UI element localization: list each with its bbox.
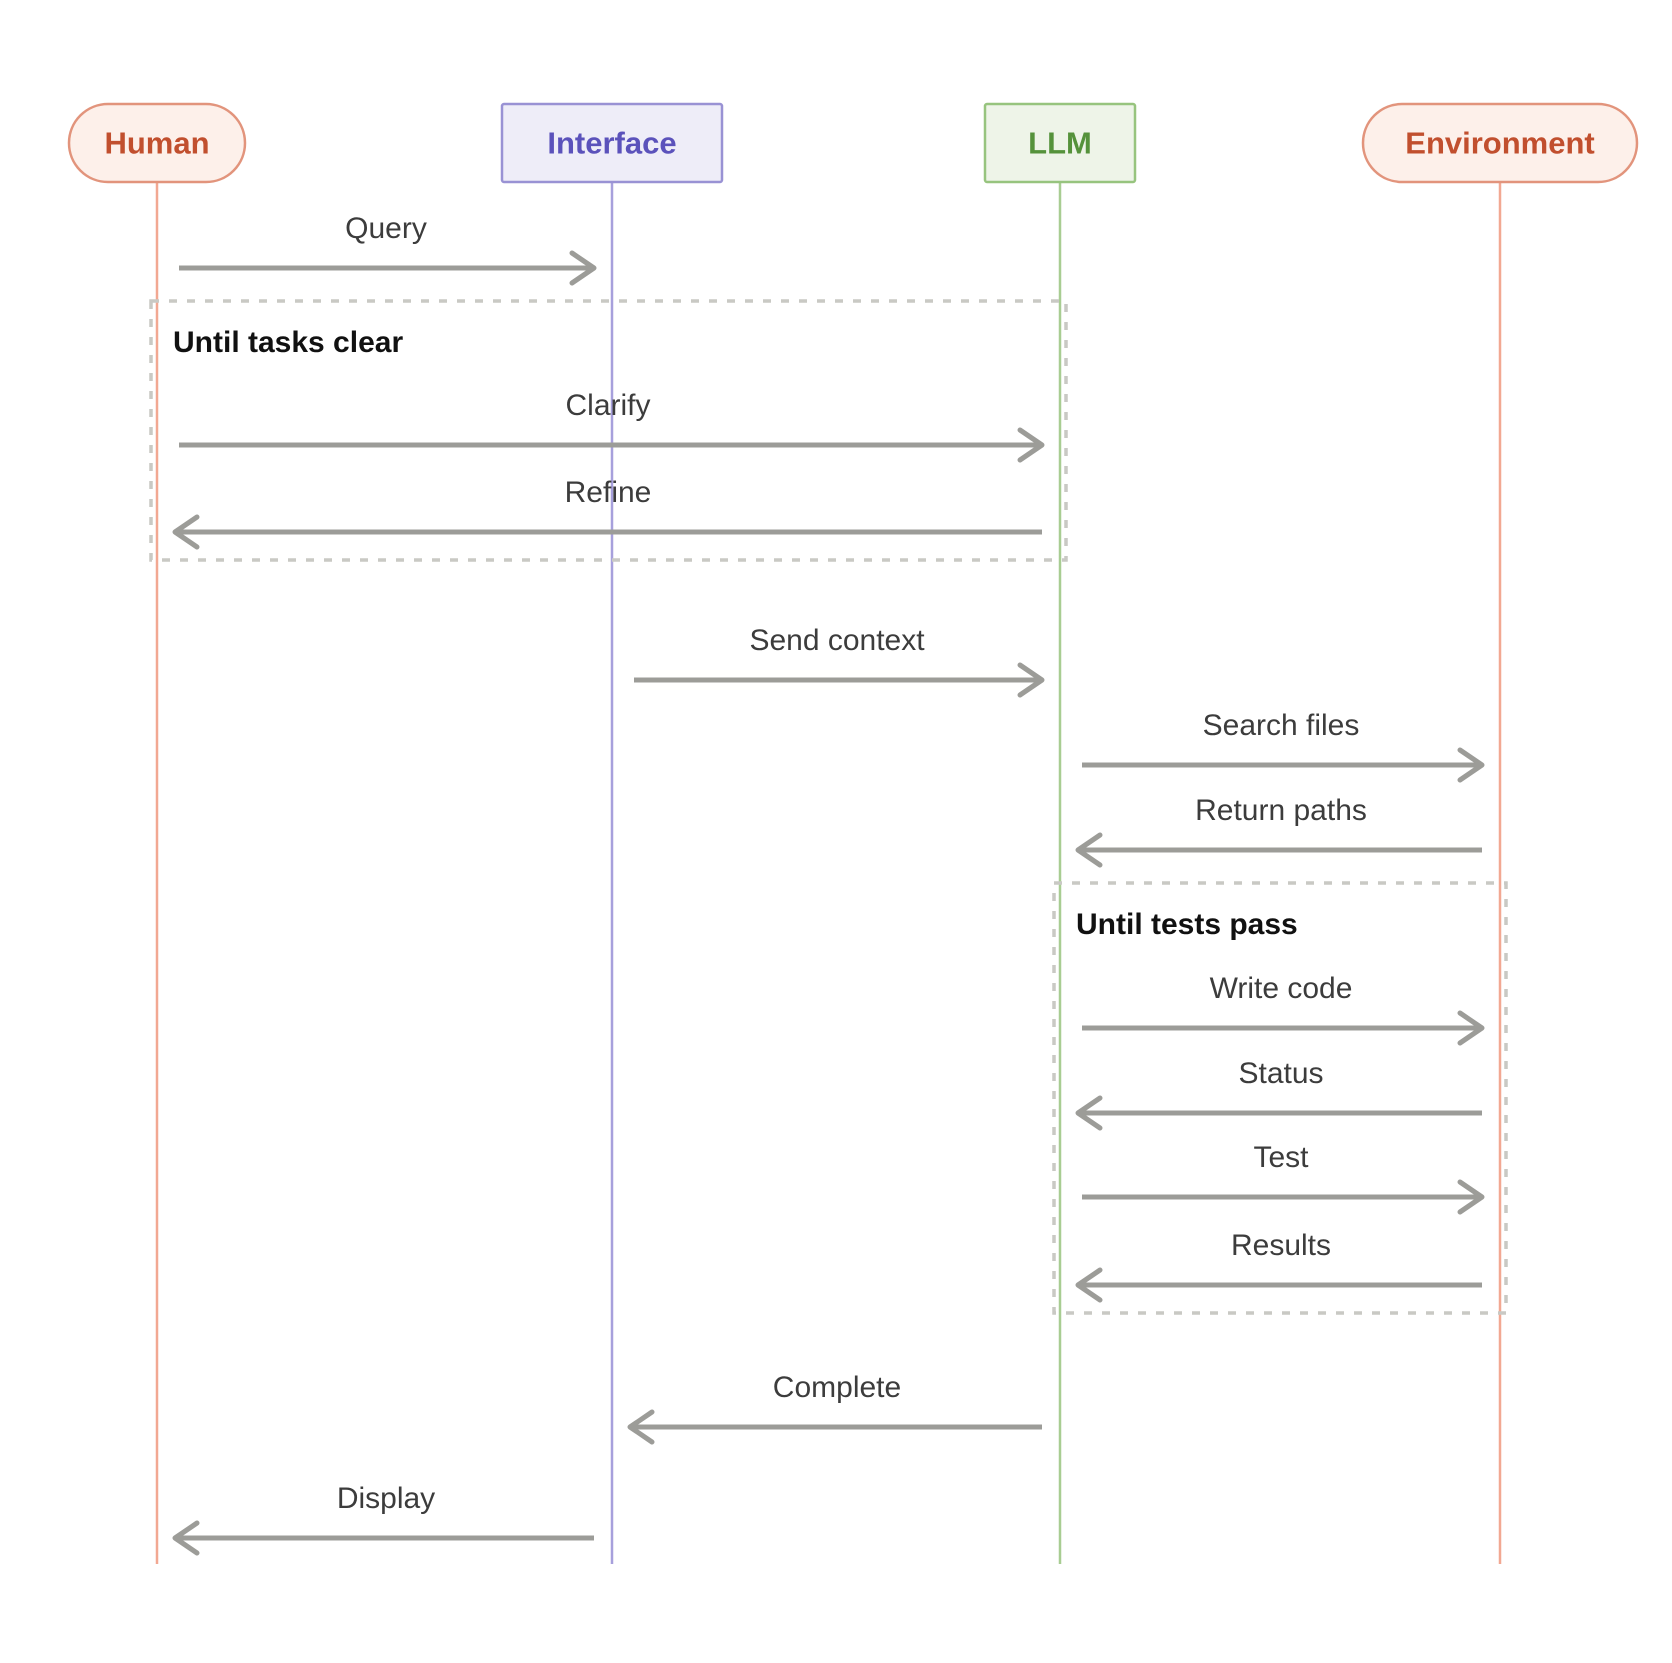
actor-human-shape	[67, 102, 247, 184]
actor-llm-label: LLM	[1028, 126, 1092, 161]
arrowhead-right-icon	[1017, 427, 1045, 463]
arrowhead-left-icon	[1075, 1095, 1103, 1131]
loop-until-tests-pass-title: Until tests pass	[1076, 908, 1298, 941]
message-status-label: Status	[1238, 1057, 1323, 1090]
message-send-context: Send context	[634, 624, 1045, 698]
message-return-paths-label: Return paths	[1195, 794, 1367, 827]
message-results-label: Results	[1231, 1229, 1331, 1262]
arrowhead-left-icon	[627, 1409, 655, 1445]
arrowhead-right-icon	[1457, 1010, 1485, 1046]
arrowhead-right-icon	[1017, 662, 1045, 698]
loop-until-tasks-clear-box	[149, 299, 1068, 562]
message-refine: Refine	[172, 476, 1042, 550]
message-search-files-label: Search files	[1203, 709, 1360, 742]
message-send-context-label: Send context	[749, 624, 925, 657]
message-clarify: Clarify	[179, 389, 1045, 463]
arrowhead-right-icon	[1457, 1179, 1485, 1215]
actor-environment-label: Environment	[1405, 126, 1594, 161]
message-write-code-label: Write code	[1210, 972, 1353, 1005]
loop-until-tests-pass: Until tests pass	[1052, 881, 1508, 1315]
actor-environment-shape	[1361, 102, 1639, 184]
message-test: Test	[1082, 1141, 1485, 1215]
message-display: Display	[172, 1482, 594, 1556]
actor-llm: LLM	[983, 102, 1137, 184]
arrowhead-left-icon	[1075, 1267, 1103, 1303]
actor-human-label: Human	[104, 126, 209, 161]
arrowhead-left-icon	[172, 1520, 200, 1556]
arrowhead-right-icon	[1457, 747, 1485, 783]
message-query: Query	[179, 212, 597, 286]
actor-interface-label: Interface	[547, 126, 676, 161]
loop-until-tasks-clear-title: Until tasks clear	[173, 326, 403, 359]
message-search-files: Search files	[1082, 709, 1485, 783]
loop-until-tasks-clear: Until tasks clear	[149, 299, 1068, 562]
actor-llm-shape	[983, 102, 1137, 184]
actor-human: Human	[67, 102, 247, 184]
message-return-paths: Return paths	[1075, 794, 1482, 868]
arrowhead-left-icon	[1075, 832, 1103, 868]
message-clarify-label: Clarify	[565, 389, 650, 422]
actor-environment: Environment	[1361, 102, 1639, 184]
message-status: Status	[1075, 1057, 1482, 1131]
actor-interface-shape	[500, 102, 724, 184]
message-query-label: Query	[345, 212, 427, 245]
actor-interface: Interface	[500, 102, 724, 184]
loop-until-tests-pass-box	[1052, 881, 1508, 1315]
arrowhead-left-icon	[172, 514, 200, 550]
message-complete-label: Complete	[773, 1371, 901, 1404]
message-write-code: Write code	[1082, 972, 1485, 1046]
message-refine-label: Refine	[565, 476, 652, 509]
arrowhead-right-icon	[569, 250, 597, 286]
message-test-label: Test	[1253, 1141, 1309, 1174]
message-results: Results	[1075, 1229, 1482, 1303]
message-complete: Complete	[627, 1371, 1042, 1445]
message-display-label: Display	[337, 1482, 435, 1515]
